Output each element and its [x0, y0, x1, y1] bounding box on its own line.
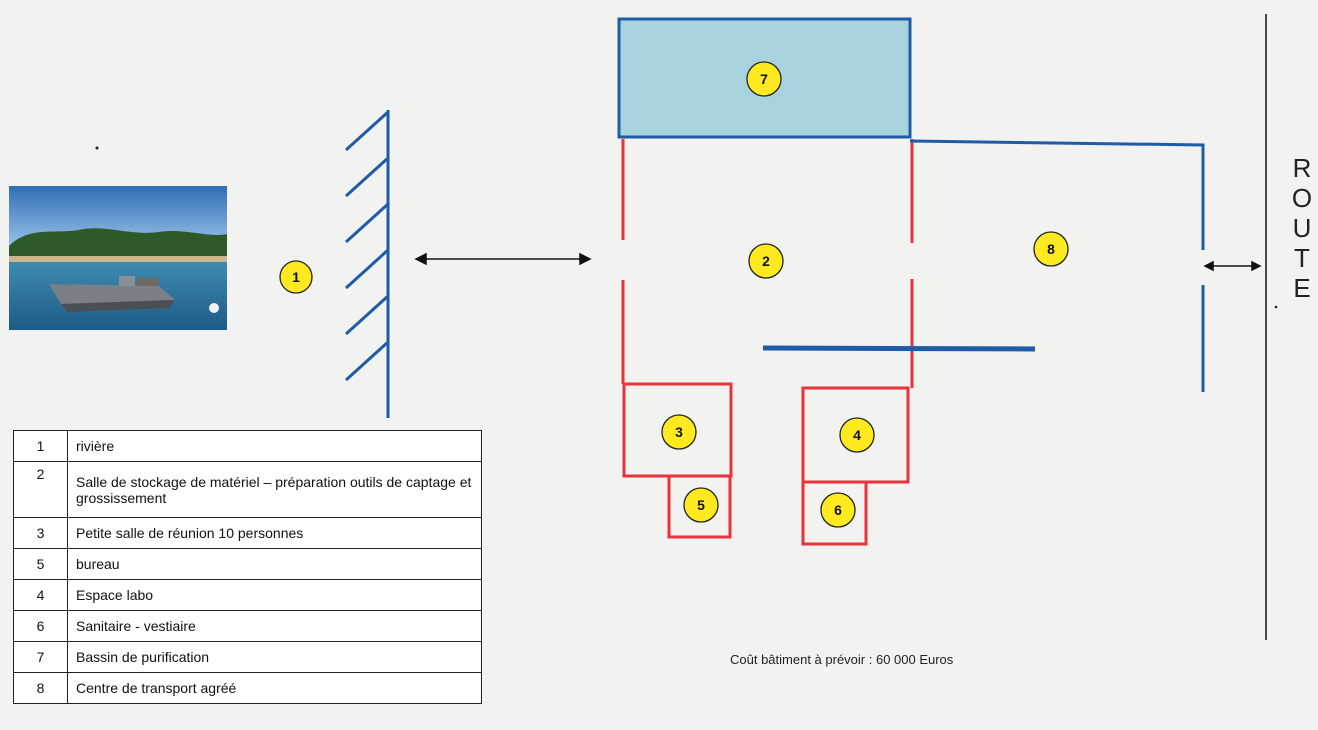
marker-5: 5 — [683, 487, 719, 523]
legend-table: 1 rivière 2 Salle de stockage de matérie… — [13, 430, 482, 704]
river-access-arrow — [414, 252, 592, 266]
building-cost-note: Coût bâtiment à prévoir : 60 000 Euros — [730, 652, 954, 667]
table-row: 2 Salle de stockage de matériel – prépar… — [13, 461, 482, 518]
marker-7: 7 — [746, 61, 782, 97]
road-letter: R — [1292, 153, 1312, 183]
marker-2-label: 2 — [762, 253, 770, 269]
legend-number: 1 — [13, 430, 68, 462]
table-row: 8 Centre de transport agréé — [13, 672, 482, 704]
legend-label: bureau — [67, 548, 482, 580]
road-label: R O U T E — [1290, 153, 1314, 303]
marker-3: 3 — [661, 414, 697, 450]
marker-6-label: 6 — [834, 502, 842, 518]
legend-label: Espace labo — [67, 579, 482, 611]
office-room — [667, 474, 732, 539]
legend-label: rivière — [67, 430, 482, 462]
marker-5-label: 5 — [697, 497, 705, 513]
marker-8-label: 8 — [1047, 241, 1055, 257]
marker-4: 4 — [839, 417, 875, 453]
scan-speck — [1274, 305, 1278, 309]
legend-label: Sanitaire - vestiaire — [67, 610, 482, 642]
legend-number: 5 — [13, 548, 68, 580]
legend-label: Centre de transport agréé — [67, 672, 482, 704]
marker-6: 6 — [820, 492, 856, 528]
river-boat-photo — [9, 186, 227, 330]
legend-label: Bassin de purification — [67, 641, 482, 673]
legend-number: 3 — [13, 517, 68, 549]
sanitary-room — [801, 480, 868, 546]
riverbank-line — [344, 110, 390, 418]
legend-number: 4 — [13, 579, 68, 611]
table-row: 5 bureau — [13, 548, 482, 580]
road-access-arrow — [1203, 260, 1262, 272]
table-row: 6 Sanitaire - vestiaire — [13, 610, 482, 642]
table-row: 3 Petite salle de réunion 10 personnes — [13, 517, 482, 549]
legend-number: 8 — [13, 672, 68, 704]
table-row: 4 Espace labo — [13, 579, 482, 611]
marker-1-label: 1 — [292, 269, 300, 285]
legend-number: 2 — [13, 461, 68, 518]
marker-2: 2 — [748, 243, 784, 279]
legend-label: Petite salle de réunion 10 personnes — [67, 517, 482, 549]
scan-speck — [95, 146, 99, 150]
table-row: 7 Bassin de purification — [13, 641, 482, 673]
road-letter: U — [1292, 213, 1312, 243]
table-row: 1 rivière — [13, 430, 482, 462]
marker-1: 1 — [279, 260, 313, 294]
transport-area-boundary — [762, 139, 1205, 392]
road-letter: E — [1293, 273, 1311, 303]
marker-7-label: 7 — [760, 71, 768, 87]
marker-8: 8 — [1033, 231, 1069, 267]
legend-number: 7 — [13, 641, 68, 673]
legend-label: Salle de stockage de matériel – préparat… — [67, 461, 482, 518]
marker-4-label: 4 — [853, 427, 861, 443]
storage-hall-walls — [621, 139, 914, 388]
legend-number: 6 — [13, 610, 68, 642]
road-letter: O — [1291, 183, 1313, 213]
marker-3-label: 3 — [675, 424, 683, 440]
road-letter: T — [1294, 243, 1310, 273]
